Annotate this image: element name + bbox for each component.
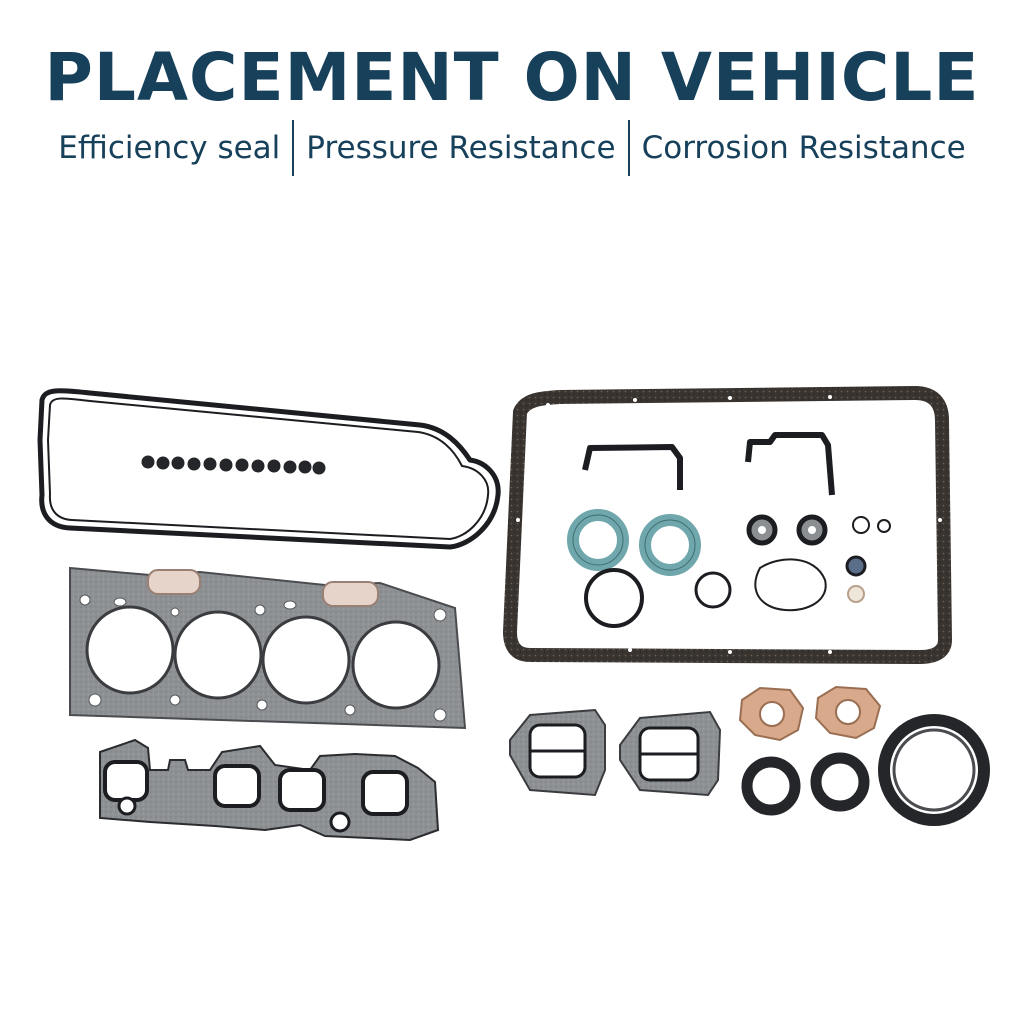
valve-cover-gasket-icon (37, 388, 501, 550)
feature-efficiency-seal: Efficiency seal (58, 130, 281, 166)
feature-list: Efficiency seal Pressure Resistance Corr… (0, 120, 1024, 176)
feature-pressure-resistance: Pressure Resistance (306, 130, 616, 166)
feature-corrosion-resistance: Corrosion Resistance (641, 130, 966, 166)
oil-pan-gasket-icon (503, 386, 952, 664)
intake-manifold-gasket-icon (99, 738, 440, 842)
feature-divider (627, 120, 630, 176)
flange-gasket-icon (509, 685, 882, 797)
seal-set-icon (567, 432, 891, 628)
head-gasket-icon (69, 566, 467, 730)
feature-divider (292, 120, 295, 176)
oil-seal-icon (741, 714, 990, 826)
page-title: PLACEMENT ON VEHICLE (44, 39, 980, 116)
